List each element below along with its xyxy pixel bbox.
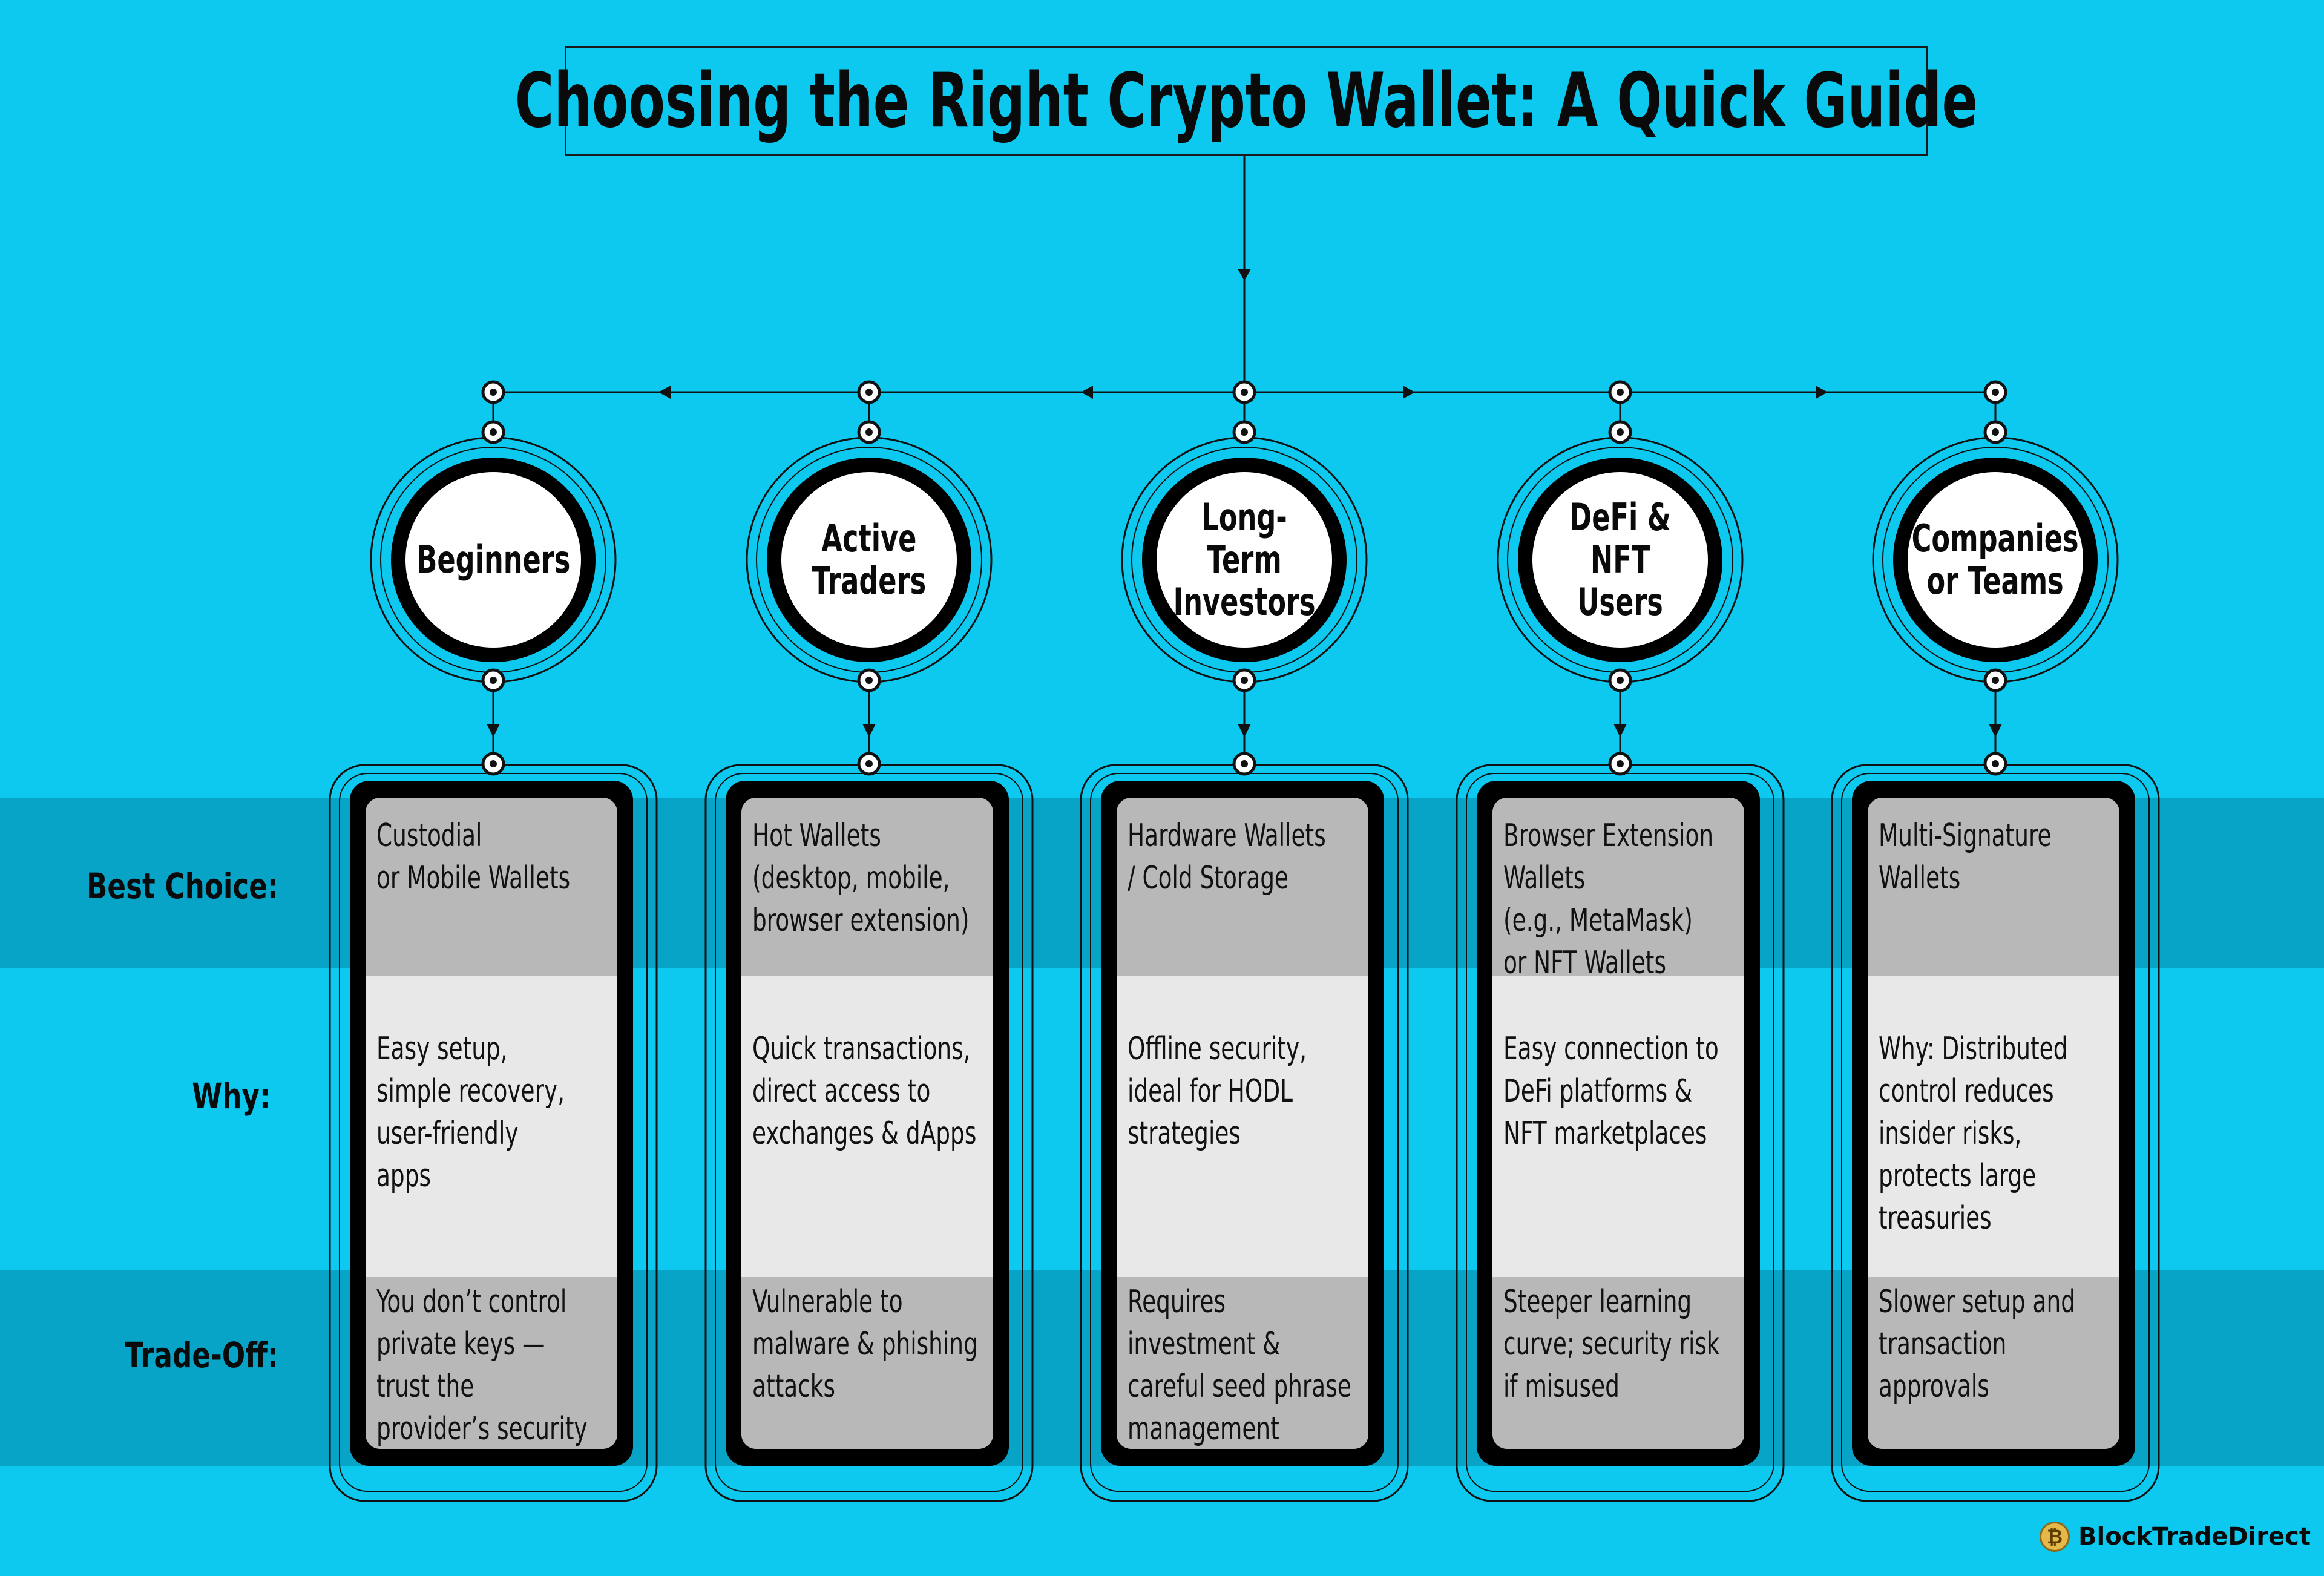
node-label: DeFi & NFT Users bbox=[1569, 495, 1671, 624]
page-title: Choosing the Right Crypto Wallet: A Quic… bbox=[514, 57, 1978, 145]
connector-dot-center bbox=[865, 389, 873, 396]
connector-dot-center bbox=[490, 760, 497, 767]
node-defi-nft-users: DeFi & NFT Users bbox=[1518, 458, 1722, 662]
row-label-why: Why: bbox=[192, 1075, 271, 1117]
connector-dot-center bbox=[490, 677, 497, 684]
connector-dot-center bbox=[1241, 677, 1248, 684]
why-cell: Why: Distributed control reduces insider… bbox=[1868, 976, 2119, 1277]
node-label: Active Traders bbox=[812, 516, 927, 603]
row-label-trade-off: Trade-Off: bbox=[125, 1335, 278, 1376]
connector-dot-center bbox=[1992, 760, 1999, 767]
connector-dot-center bbox=[865, 760, 873, 767]
why-text: Why: Distributed control reduces insider… bbox=[1879, 1031, 2068, 1236]
why-text: Offline security, ideal for HODL strateg… bbox=[1128, 1031, 1307, 1152]
trade-off-text: You don’t control private keys — trust t… bbox=[376, 1284, 588, 1447]
best-choice-text: Hot Wallets (desktop, mobile, browser ex… bbox=[752, 818, 970, 939]
arrow-left-icon bbox=[658, 386, 671, 399]
connector-dot-center bbox=[490, 389, 497, 396]
connector-dot-center bbox=[1617, 389, 1624, 396]
trade-off-text: Requires investment & careful seed phras… bbox=[1128, 1284, 1351, 1447]
arrow-down-icon bbox=[1613, 724, 1627, 737]
row-label-best-choice: Best Choice: bbox=[86, 865, 279, 907]
wallet-card-long-term-investors: Hardware Wallets / Cold Storage Offline … bbox=[1101, 781, 1384, 1466]
node-active-traders: Active Traders bbox=[767, 458, 971, 662]
why-cell: Easy connection to DeFi platforms & NFT … bbox=[1492, 976, 1744, 1277]
best-choice-text: Multi-Signature Wallets bbox=[1879, 818, 2052, 896]
node-label: Companies or Teams bbox=[1912, 516, 2079, 603]
connector-dot-center bbox=[1617, 677, 1624, 684]
best-choice-cell: Hardware Wallets / Cold Storage bbox=[1117, 798, 1368, 976]
arrow-down-icon bbox=[1989, 724, 2002, 737]
trade-off-text: Vulnerable to malware & phishing attacks bbox=[752, 1284, 978, 1405]
why-cell: Offline security, ideal for HODL strateg… bbox=[1117, 976, 1368, 1277]
title-box: Choosing the Right Crypto Wallet: A Quic… bbox=[514, 46, 1978, 156]
best-choice-text: Custodial or Mobile Wallets bbox=[376, 818, 571, 896]
wallet-card-beginners: Custodial or Mobile Wallets Easy setup, … bbox=[350, 781, 633, 1466]
wallet-card-defi-nft-users: Browser Extension Wallets (e.g., MetaMas… bbox=[1477, 781, 1760, 1466]
brand-logo: ₿ BlockTradeDirect bbox=[2040, 1522, 2311, 1552]
best-choice-cell: Hot Wallets (desktop, mobile, browser ex… bbox=[741, 798, 993, 976]
best-choice-cell: Browser Extension Wallets (e.g., MetaMas… bbox=[1492, 798, 1744, 976]
why-text: Easy connection to DeFi platforms & NFT … bbox=[1503, 1031, 1719, 1152]
connector-dot-center bbox=[1992, 677, 1999, 684]
why-cell: Easy setup, simple recovery, user-friend… bbox=[366, 976, 617, 1277]
arrow-down-icon bbox=[487, 724, 500, 737]
connector-dot-center bbox=[865, 677, 873, 684]
best-choice-text: Hardware Wallets / Cold Storage bbox=[1128, 818, 1326, 896]
connector-dot-center bbox=[1617, 760, 1624, 767]
trade-off-cell: Slower setup and transaction approvals bbox=[1868, 1277, 2119, 1449]
trade-off-cell: Steeper learning curve; security risk if… bbox=[1492, 1277, 1744, 1449]
connector-dot-center bbox=[1992, 428, 1999, 436]
arrow-down-icon bbox=[1238, 724, 1251, 737]
best-choice-text: Browser Extension Wallets (e.g., MetaMas… bbox=[1503, 818, 1714, 976]
node-label: Long-Term Investors bbox=[1173, 495, 1316, 624]
connector-dot-center bbox=[1617, 428, 1624, 436]
wallet-card-companies-teams: Multi-Signature Wallets Why: Distributed… bbox=[1852, 781, 2135, 1466]
why-text: Easy setup, simple recovery, user-friend… bbox=[376, 1031, 565, 1194]
bitcoin-coin-icon: ₿ bbox=[2040, 1522, 2070, 1552]
trade-off-cell: You don’t control private keys — trust t… bbox=[366, 1277, 617, 1449]
connector-dot-center bbox=[1241, 389, 1248, 396]
trade-off-text: Steeper learning curve; security risk if… bbox=[1503, 1284, 1720, 1405]
node-long-term-investors: Long-Term Investors bbox=[1142, 458, 1347, 662]
why-text: Quick transactions, direct access to exc… bbox=[752, 1031, 977, 1152]
arrow-down-icon bbox=[1238, 269, 1251, 281]
trade-off-text: Slower setup and transaction approvals bbox=[1879, 1284, 2075, 1405]
trade-off-cell: Requires investment & careful seed phras… bbox=[1117, 1277, 1368, 1449]
connector-dot-center bbox=[865, 428, 873, 436]
connector-dot-center bbox=[1992, 389, 1999, 396]
node-label: Beginners bbox=[416, 537, 570, 582]
node-companies-teams: Companies or Teams bbox=[1893, 458, 2098, 662]
trade-off-cell: Vulnerable to malware & phishing attacks bbox=[741, 1277, 993, 1449]
arrow-left-icon bbox=[1081, 386, 1093, 399]
brand-name: BlockTradeDirect bbox=[2078, 1523, 2311, 1551]
best-choice-cell: Multi-Signature Wallets bbox=[1868, 798, 2119, 976]
best-choice-cell: Custodial or Mobile Wallets bbox=[366, 798, 617, 976]
arrow-right-icon bbox=[1816, 386, 1828, 399]
arrow-right-icon bbox=[1403, 386, 1415, 399]
arrow-down-icon bbox=[862, 724, 876, 737]
why-cell: Quick transactions, direct access to exc… bbox=[741, 976, 993, 1277]
wallet-card-active-traders: Hot Wallets (desktop, mobile, browser ex… bbox=[726, 781, 1009, 1466]
connector-dot-center bbox=[490, 428, 497, 436]
node-beginners: Beginners bbox=[391, 458, 596, 662]
connector-dot-center bbox=[1241, 428, 1248, 436]
connector-dot-center bbox=[1241, 760, 1248, 767]
